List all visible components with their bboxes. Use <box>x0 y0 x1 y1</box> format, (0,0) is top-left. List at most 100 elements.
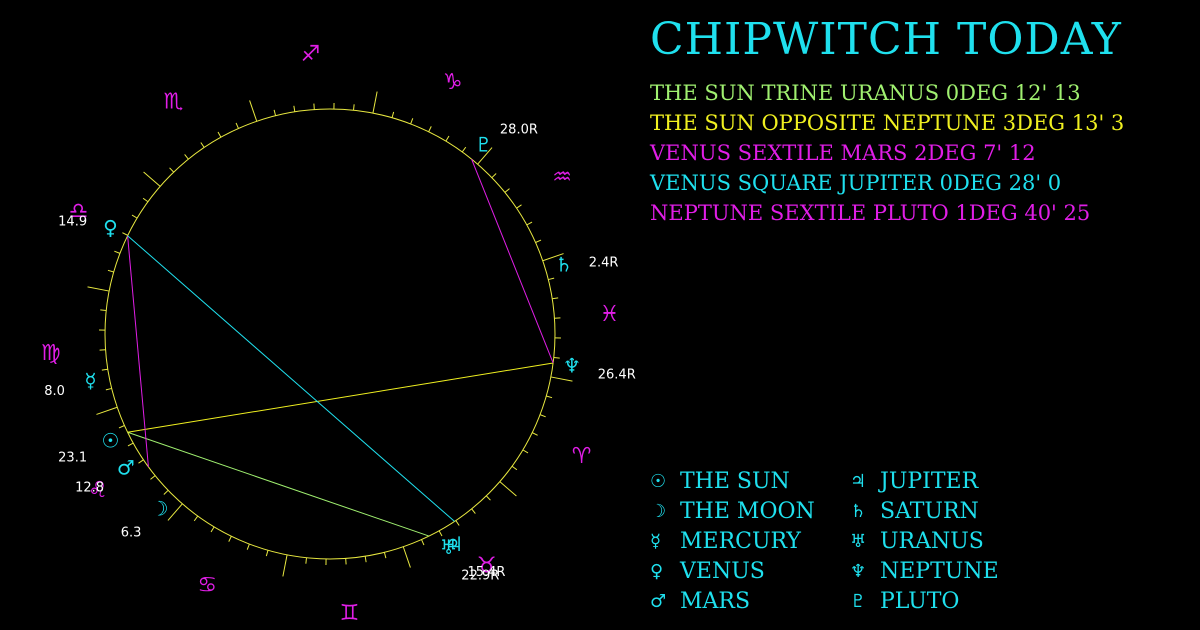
aspect-line-venus-jupiter <box>127 235 455 522</box>
aspect-item: THE SUN TRINE URANUS 0DEG 12' 13 <box>650 81 1081 105</box>
moon-degree-label: 6.3 <box>121 526 142 541</box>
jupiter-degree-label: 15.4R <box>467 565 505 580</box>
degree-tick <box>105 387 112 391</box>
zodiac-capricorn-icon: ♑ <box>443 70 463 95</box>
degree-tick <box>383 552 387 559</box>
degree-tick <box>552 297 559 300</box>
venus-icon: ♀ <box>103 215 118 239</box>
degree-tick <box>526 221 533 226</box>
legend-item-saturn: ♄SATURN <box>850 496 999 526</box>
legend-label: VENUS <box>680 558 765 584</box>
degree-tick <box>249 100 258 122</box>
degree-tick <box>421 539 425 546</box>
planet-positions: ☉23.1☽6.3☿8.0♀14.9♂12.8♃15.4R♄2.4R♅22.9R… <box>44 123 635 584</box>
degree-tick <box>265 550 269 557</box>
legend-item-neptune: ♆ NEPTUNE <box>850 556 999 586</box>
neptune-icon: ♆ <box>563 353 581 377</box>
sun-icon: ☉ <box>102 429 120 453</box>
jupiter-icon: ♃ <box>850 470 867 492</box>
zodiac-pisces-icon: ♓ <box>599 302 619 327</box>
zodiac-taurus-icon: ♉ <box>477 554 497 579</box>
degree-tick <box>546 395 553 399</box>
degree-tick <box>228 536 232 542</box>
aspect-item: THE SUN OPPOSITE NEPTUNE 3DEG 13' 3 <box>650 111 1125 135</box>
degree-tick <box>535 239 542 243</box>
degree-tick <box>428 126 432 132</box>
venus-icon: ♀ <box>650 560 664 582</box>
degree-tick <box>305 557 307 564</box>
degree-tick <box>461 146 467 153</box>
mercury-degree-label: 8.0 <box>44 384 65 399</box>
degree-tick <box>118 425 125 429</box>
degree-tick <box>477 147 493 165</box>
degree-tick <box>391 111 395 118</box>
degree-tick <box>143 171 161 187</box>
legend-item-pluto: ♇ PLUTO <box>850 586 999 616</box>
degree-tick <box>282 554 288 577</box>
legend-item-mars: ♂ MARS <box>650 586 815 616</box>
legend-label: NEPTUNE <box>880 558 999 584</box>
pluto-icon: ♇ <box>850 590 867 612</box>
zodiac-circle <box>104 108 556 560</box>
degree-tick <box>169 167 175 173</box>
degree-tick <box>511 465 518 471</box>
zodiac-scorpio-icon: ♏ <box>164 89 184 114</box>
degree-tick <box>96 406 118 415</box>
saturn-icon: ♄ <box>555 252 573 276</box>
degree-tick <box>100 309 107 311</box>
zodiac-leo-icon: ♌ <box>88 478 108 503</box>
sun-icon: ☉ <box>650 470 667 492</box>
aspect-list: THE SUN TRINE URANUS 0DEG 12' 13 THE SUN… <box>650 78 1124 228</box>
aspect-item: VENUS SQUARE JUPITER 0DEG 28' 0 <box>650 171 1062 195</box>
degree-tick <box>101 368 108 371</box>
legend-item-jupiter: ♃JUPITER <box>850 466 999 496</box>
jupiter-icon: ♃ <box>445 532 463 556</box>
degree-tick <box>293 105 296 112</box>
degree-tick <box>548 277 555 281</box>
degree-tick <box>471 508 476 514</box>
legend-label: MERCURY <box>680 528 801 554</box>
degree-tick <box>167 503 183 521</box>
degree-tick <box>410 118 414 125</box>
degree-tick <box>235 122 239 129</box>
mercury-icon: ☿ <box>650 530 662 552</box>
degree-tick <box>246 543 250 550</box>
mercury-icon: ☿ <box>84 369 96 393</box>
degree-tick <box>131 214 138 219</box>
legend-item-mercury: ☿ MERCURY <box>650 526 815 556</box>
degree-tick <box>122 232 128 236</box>
legend-label: MARS <box>680 588 751 614</box>
legend-item-moon: ☽THE MOON <box>650 496 815 526</box>
legend-label: PLUTO <box>880 588 960 614</box>
zodiac-aquarius-icon: ♒ <box>552 165 572 190</box>
natal-chart-wheel: ♈♉♊♋♌♍♎♏♐♑♒♓ ☉23.1☽6.3☿8.0♀14.9♂12.8♃15.… <box>41 42 636 626</box>
zodiac-signs: ♈♉♊♋♌♍♎♏♐♑♒♓ <box>41 42 619 626</box>
degree-tick <box>522 449 529 454</box>
degree-tick <box>499 481 517 497</box>
aspect-item: VENUS SEXTILE MARS 2DEG 7' 12 <box>650 141 1036 165</box>
aspect-line-neptune-pluto <box>471 158 554 364</box>
degree-tick <box>150 475 156 480</box>
neptune-degree-label: 26.4R <box>598 367 636 382</box>
saturn-degree-label: 2.4R <box>589 255 619 270</box>
mars-icon: ♂ <box>117 456 135 480</box>
degree-tick <box>516 204 522 209</box>
aspect-line-sun-uranus <box>127 431 430 537</box>
degree-tick <box>200 142 205 148</box>
degree-tick <box>364 556 367 563</box>
neptune-icon: ♆ <box>850 560 867 582</box>
pluto-degree-label: 28.0R <box>500 123 538 138</box>
legend-item-venus: ♀ VENUS <box>650 556 815 586</box>
moon-icon: ☽ <box>650 500 667 522</box>
degree-tick <box>445 135 450 142</box>
mars-icon: ♂ <box>650 590 667 612</box>
degree-tick <box>485 495 491 501</box>
degree-tick <box>402 546 411 568</box>
planet-legend-right: ♃JUPITER ♄SATURN ♅URANUS ♆NEPTUNE ♇PLUTO <box>850 466 999 616</box>
zodiac-gemini-icon: ♊ <box>340 601 360 626</box>
degree-tick <box>542 253 564 262</box>
degree-tick <box>491 173 497 179</box>
zodiac-virgo-icon: ♍ <box>41 341 61 366</box>
degree-tick <box>142 197 149 203</box>
degree-tick <box>438 530 443 537</box>
